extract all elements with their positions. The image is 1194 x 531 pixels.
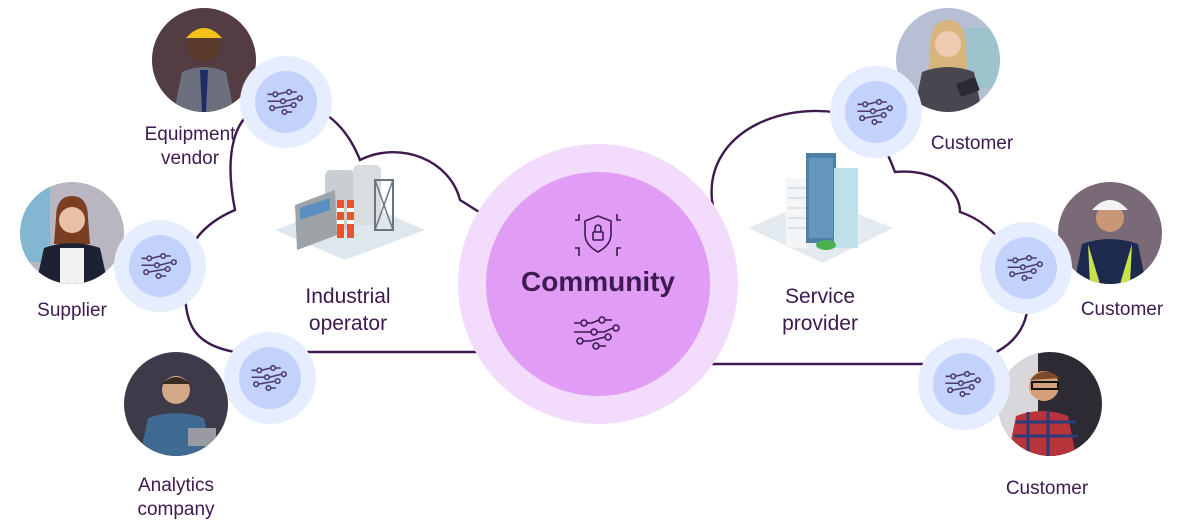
network-nodes-icon (1007, 254, 1043, 282)
network-node-inner (933, 353, 995, 415)
participant-label-line2: vendor (160, 148, 220, 169)
cloud-label-service-provider: Service provider (782, 283, 858, 337)
network-node-customer-3 (918, 338, 1010, 430)
network-node-inner (845, 81, 907, 143)
avatar-analytics-company (124, 352, 228, 456)
participant-label-line1: Customer (1080, 299, 1164, 320)
cloud-label-line1: Industrial (305, 285, 391, 308)
network-node-inner (239, 347, 301, 409)
cloud-label-line2: operator (308, 312, 388, 335)
participant-label-line2: company (137, 499, 215, 520)
avatar-supplier (20, 182, 124, 284)
network-nodes-icon (267, 88, 303, 116)
participant-label-customer-1: Customer (931, 132, 1013, 156)
office-buildings-icon (748, 153, 893, 263)
network-node-equipment-vendor (240, 56, 332, 148)
participant-label-analytics-company: Analytics company (137, 474, 214, 522)
participant-label-line1: Customer (1005, 478, 1089, 499)
participant-label-equipment-vendor: Equipment vendor (145, 123, 236, 171)
participant-label-customer-2: Customer (1081, 298, 1163, 322)
participant-label-supplier: Supplier (37, 299, 107, 323)
cloud-label-industrial-operator: Industrial operator (305, 283, 390, 337)
network-nodes-icon (251, 364, 287, 392)
avatar-customer-3 (998, 352, 1102, 456)
hub-inner-circle (486, 172, 710, 396)
factory-icon (275, 165, 425, 260)
network-node-analytics-company (224, 332, 316, 424)
participant-label-line1: Supplier (37, 300, 107, 321)
shield-lock-circuit-icon (575, 214, 621, 256)
hub-title: Community (521, 266, 675, 297)
cloud-label-line2: provider (782, 312, 858, 335)
network-nodes-icon (857, 98, 893, 126)
network-nodes-icon (141, 252, 177, 280)
network-node-inner (255, 71, 317, 133)
network-node-customer-1 (830, 66, 922, 158)
network-node-inner (995, 237, 1057, 299)
avatar-customer-2 (1058, 182, 1162, 284)
avatar-equipment-vendor (152, 8, 256, 112)
network-node-customer-2 (980, 222, 1072, 314)
network-nodes-icon (574, 316, 620, 350)
network-nodes-icon (945, 370, 981, 398)
network-node-inner (129, 235, 191, 297)
network-node-supplier (114, 220, 206, 312)
participant-label-customer-3: Customer (1006, 477, 1088, 501)
cloud-label-line1: Service (784, 285, 856, 308)
participant-label-line1: Analytics (137, 475, 215, 496)
participant-label-line1: Customer (930, 133, 1014, 154)
participant-label-line1: Equipment (144, 124, 236, 145)
